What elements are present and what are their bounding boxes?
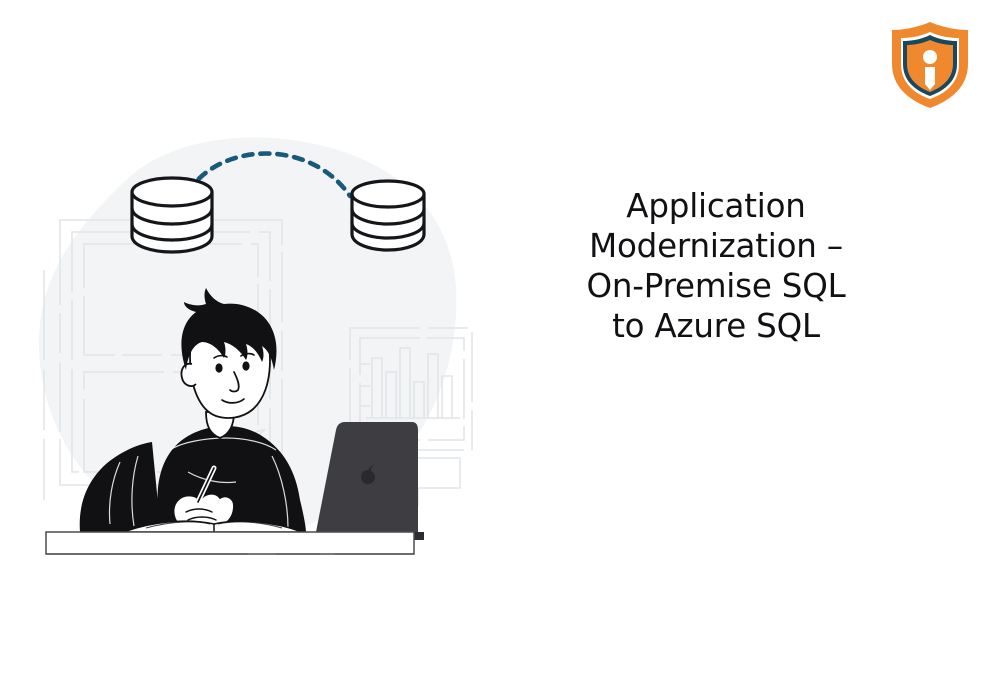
logo-inner-fill bbox=[907, 40, 953, 92]
developer-eye-left bbox=[215, 363, 223, 373]
developer-database-migration-illustration bbox=[20, 120, 500, 560]
logo-letter-i-stem bbox=[925, 67, 935, 90]
notebook bbox=[123, 520, 303, 533]
source-database-cylinder bbox=[130, 176, 214, 254]
developer-sweater bbox=[79, 426, 306, 532]
developer-nose bbox=[229, 371, 240, 393]
title-line-4: to Azure SQL bbox=[612, 307, 820, 345]
target-database-cylinder bbox=[350, 179, 426, 252]
desk bbox=[45, 531, 415, 555]
page-title: Application Modernization – On-Premise S… bbox=[540, 186, 892, 346]
shield-i-logo bbox=[888, 20, 972, 110]
developer-figure bbox=[79, 288, 306, 532]
title-line-2: Modernization – bbox=[589, 227, 843, 265]
title-line-1: Application bbox=[626, 187, 806, 225]
logo-letter-i-dot bbox=[923, 50, 937, 64]
title-line-3: On-Premise SQL bbox=[586, 267, 846, 305]
developer-mouth bbox=[221, 398, 245, 404]
migration-arrow-dashed bbox=[185, 151, 353, 199]
developer-eye-right bbox=[242, 361, 250, 371]
apple-icon bbox=[361, 465, 375, 484]
developer-hair bbox=[181, 288, 277, 370]
